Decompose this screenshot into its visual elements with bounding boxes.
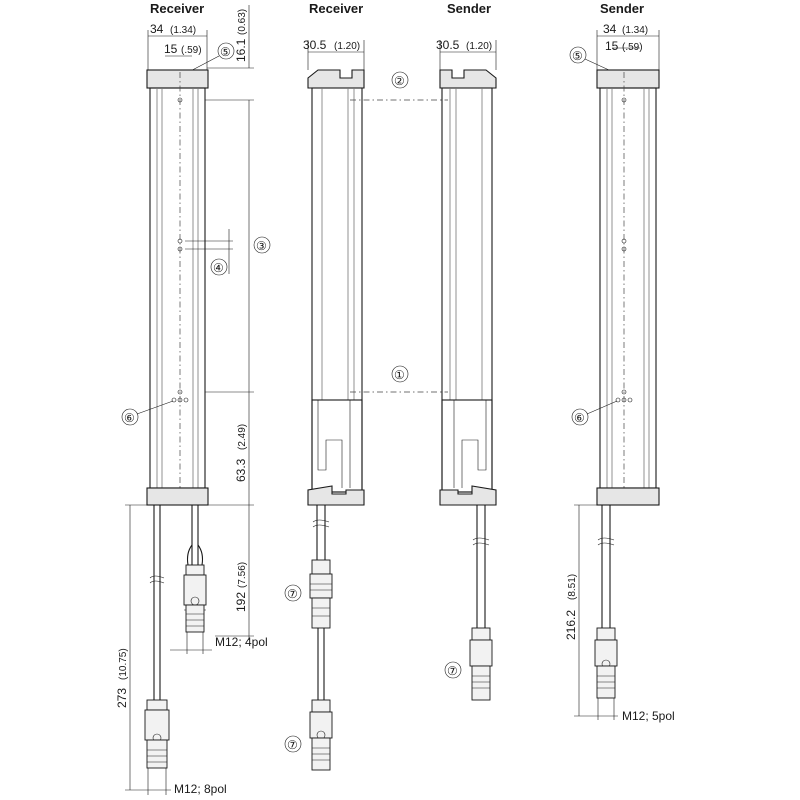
callout-7-a: ⑦ xyxy=(287,587,298,601)
callout-6-right: ⑥ xyxy=(574,411,585,425)
view-title-sender-side: Sender xyxy=(447,1,491,16)
label-m12-4pol: M12; 4pol xyxy=(215,635,268,649)
callout-3: ③ xyxy=(256,239,267,253)
callout-7-c: ⑦ xyxy=(447,664,458,678)
dim-cable-216-2-inch: (8.51) xyxy=(567,574,578,600)
view-title-receiver-front: Receiver xyxy=(150,1,204,16)
dim-width-34-right-inch: (1.34) xyxy=(622,25,648,36)
dim-width-34-right: 34 xyxy=(603,22,617,36)
dim-width-30-5-a-inch: (1.20) xyxy=(334,41,360,52)
dim-cable-192-inch: (7.56) xyxy=(237,562,248,588)
callout-4: ④ xyxy=(213,261,224,275)
dim-width-30-5-b: 30.5 xyxy=(436,38,460,52)
dim-width-15: 15 xyxy=(164,42,178,56)
view-title-sender-front: Sender xyxy=(600,1,644,16)
dim-width-30-5-b-inch: (1.20) xyxy=(466,41,492,52)
dim-cable-192: 192 xyxy=(234,592,248,612)
dim-width-30-5-a: 30.5 xyxy=(303,38,327,52)
label-m12-5pol: M12; 5pol xyxy=(622,709,675,723)
receiver-front-view: 34 (1.34) 15 (.59) ⑤ 16.1 (0.63) xyxy=(115,5,271,796)
dim-width-15-inch: (.59) xyxy=(181,45,202,56)
receiver-side-view: 30.5 (1.20) ⑦ xyxy=(284,38,365,771)
dim-top-16-1: 16.1 xyxy=(234,38,248,62)
dim-width-15-right-inch: (.59) xyxy=(622,42,643,53)
view-title-receiver-side: Receiver xyxy=(309,1,363,16)
sender-side-view: 30.5 (1.20) ⑦ xyxy=(436,38,497,701)
callout-5-left: ⑤ xyxy=(220,45,231,59)
sender-front-view: 34 (1.34) 15 (.59) ⑤ ⑥ xyxy=(564,22,675,723)
dim-cable-273: 273 xyxy=(115,688,129,708)
dim-bottom-63-3-inch: (2.49) xyxy=(237,424,248,450)
callout-2: ② xyxy=(394,74,405,88)
optical-axis: ② ① xyxy=(350,71,448,393)
label-m12-8pol: M12; 8pol xyxy=(174,782,227,796)
dim-width-34-inch: (1.34) xyxy=(170,25,196,36)
dim-cable-273-inch: (10.75) xyxy=(118,648,129,680)
dim-top-16-1-inch: (0.63) xyxy=(237,9,248,35)
dim-bottom-63-3: 63.3 xyxy=(234,458,248,482)
callout-1: ① xyxy=(394,368,405,382)
callout-6-left: ⑥ xyxy=(124,411,135,425)
callout-5-right: ⑤ xyxy=(572,49,583,63)
callout-7-b: ⑦ xyxy=(287,738,298,752)
dim-width-34: 34 xyxy=(150,22,164,36)
dim-cable-216-2: 216.2 xyxy=(564,610,578,640)
dim-width-15-right: 15 xyxy=(605,39,619,53)
